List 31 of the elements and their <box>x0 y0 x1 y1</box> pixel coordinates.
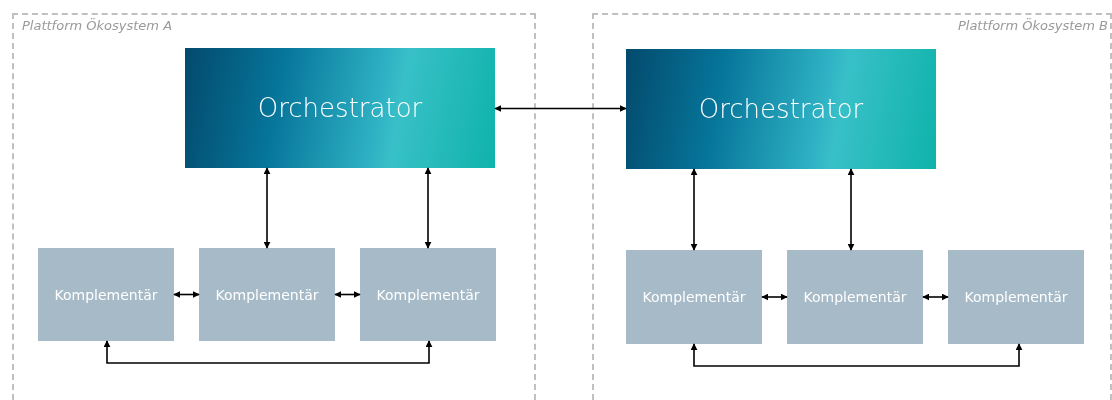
box-label: Komplementär <box>964 289 1068 305</box>
box-label: Orchestrator <box>698 94 864 124</box>
box-label: Komplementär <box>803 289 907 305</box>
arrow <box>424 167 432 249</box>
box-label: Orchestrator <box>257 93 423 123</box>
complementor-box <box>199 248 335 341</box>
arrow <box>922 293 949 301</box>
arrow <box>334 291 361 298</box>
arrow <box>847 168 855 251</box>
orchestrator-box <box>626 49 936 169</box>
complementor-box <box>360 248 496 341</box>
arrow <box>690 343 1023 367</box>
arrow <box>690 168 698 251</box>
box-label: Komplementär <box>642 289 746 305</box>
complementor-box <box>948 250 1084 344</box>
arrow <box>263 167 271 249</box>
arrow <box>494 105 627 112</box>
ecosystem-frame <box>12 13 536 400</box>
orchestrator-box <box>185 48 495 168</box>
box-label: Komplementär <box>376 286 480 303</box>
frame-title: Plattform Ökosystem B <box>957 18 1108 33</box>
box-label: Komplementär <box>215 286 319 303</box>
box-label: Komplementär <box>54 286 158 303</box>
arrow <box>761 293 788 301</box>
complementor-box <box>626 250 762 344</box>
complementor-box <box>38 248 174 341</box>
ecosystem-frame <box>592 13 1112 400</box>
arrow <box>173 291 200 298</box>
frame-title: Plattform Ökosystem A <box>22 18 173 33</box>
arrow <box>103 340 433 364</box>
complementor-box <box>787 250 923 344</box>
